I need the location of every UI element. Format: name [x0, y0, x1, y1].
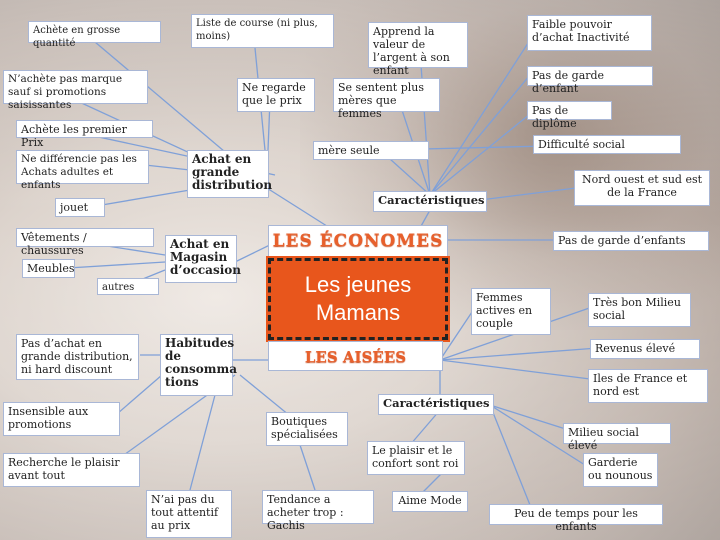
node-milieu-eleve: Milieu social élevé	[563, 423, 671, 452]
node-difficulte: Difficulté social	[533, 135, 681, 154]
node-garde-enfants-2: Pas de garde d’enfants	[553, 231, 709, 251]
node-plaisir-confort: Le plaisir et le confort sont roi	[367, 441, 465, 475]
node-achete-quantite: Achète en grosse quantité	[28, 21, 161, 49]
node-nord-ouest: Nord ouest et sud est de la France	[574, 170, 710, 206]
segment-aisees: LES AISÉES	[268, 341, 443, 371]
node-pas-marque: N’achète pas marque sauf si promotions s…	[3, 70, 148, 111]
node-aime-mode: Aime Mode	[392, 491, 468, 512]
node-peu-temps: Peu de temps pour les enfants	[489, 504, 663, 533]
node-vetements: Vêtements / chaussures	[16, 228, 154, 257]
node-autres: autres	[97, 278, 159, 295]
node-mere-seule: mère seule	[313, 141, 429, 160]
node-liste-course: Liste de course (ni plus, moins)	[191, 14, 334, 48]
node-differencie: Ne différencie pas les Achats adultes et…	[16, 150, 149, 191]
node-pas-attentif: N’ai pas du tout attentif au prix	[146, 490, 232, 538]
node-tendance: Tendance a acheter trop : Gachis	[262, 490, 374, 532]
node-insensible: Insensible aux promotions	[3, 402, 120, 436]
central-topic: Les jeunes Mamans	[266, 256, 450, 342]
node-habitudes: Habitudes de consomma tions	[160, 334, 237, 396]
node-jouet: jouet	[55, 198, 105, 217]
node-diplome: Pas de diplôme	[527, 101, 612, 130]
node-revenus: Revenus élevé	[590, 339, 700, 359]
node-apprend-valeur: Apprend la valeur de l’argent à son enfa…	[368, 22, 468, 77]
segment-economes: LES ÉCONOMES	[268, 225, 448, 257]
node-pas-achat-gd: Pas d’achat en grande distribution, ni h…	[16, 334, 139, 380]
node-garderie: Garderie ou nounous	[583, 453, 658, 487]
node-boutiques: Boutiques spécialisées	[266, 412, 348, 446]
node-premier-prix: Achète les premier Prix	[16, 120, 153, 149]
node-femmes-actives: Femmes actives en couple	[471, 288, 551, 335]
node-sentent-plus: Se sentent plus mères que femmes	[333, 78, 440, 120]
node-garde-enfant: Pas de garde d’enfant	[527, 66, 653, 95]
node-milieu-bon: Très bon Milieu social	[588, 293, 691, 327]
node-caracteristiques-2: Caractéristiques	[378, 394, 494, 415]
node-occasion: Achat en Magasin d’occasion	[165, 235, 241, 283]
node-meubles: Meubles	[22, 259, 75, 278]
node-iles-france: Iles de France et nord est	[588, 369, 708, 403]
node-faible-pouvoir: Faible pouvoir d’achat Inactivité	[527, 15, 652, 51]
node-caracteristiques-1: Caractéristiques	[373, 191, 487, 212]
node-regarde-prix: Ne regarde que le prix	[237, 78, 315, 112]
node-recherche-plaisir: Recherche le plaisir avant tout	[3, 453, 140, 487]
node-grande-distrib: Achat en grande distribution	[187, 150, 272, 198]
